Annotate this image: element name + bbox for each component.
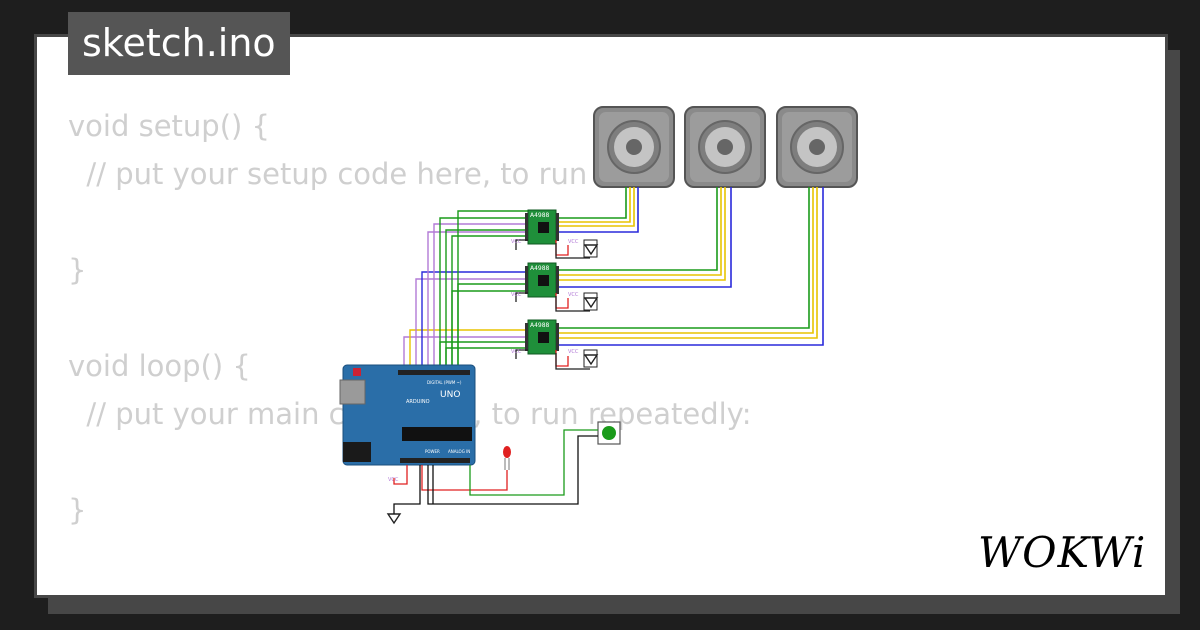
vcc-label: VCC [511,349,522,355]
code-line: void loop() { [68,349,251,383]
code-line: } [68,253,87,287]
file-tab[interactable]: sketch.ino [68,12,290,75]
svg-text:A4988: A4988 [530,265,550,272]
red-led[interactable] [503,446,511,470]
vcc-label: VCC [568,292,579,298]
driver-3[interactable]: A4988 [524,319,560,355]
peripheral-wires [393,429,598,514]
driver-1[interactable]: A4988 [524,209,560,245]
arduino-uno-board[interactable]: DIGITAL (PWM ~) ARDUINO UNO POWER ANALOG… [339,364,476,466]
push-button[interactable] [597,421,621,445]
stepper-motor-3[interactable] [776,106,858,188]
svg-text:ARDUINO: ARDUINO [406,399,430,405]
svg-text:UNO: UNO [440,390,460,400]
vcc-label: VCC [568,349,579,355]
svg-text:POWER: POWER [425,449,440,454]
control-wires [403,210,528,370]
stepper-motor-1[interactable] [593,106,675,188]
ground-symbols [387,239,598,524]
svg-text:A4988: A4988 [530,212,550,219]
vcc-label: VCC [511,292,522,298]
svg-text:ANALOG IN: ANALOG IN [448,449,470,454]
wokwi-logo: WOKWi [978,528,1147,577]
svg-text:DIGITAL (PWM ~): DIGITAL (PWM ~) [427,380,462,385]
driver-power-wires [515,239,590,370]
vcc-label: VCC [568,239,579,245]
code-line: } [68,493,87,527]
code-line: void setup() { [68,109,270,143]
vcc-label: VCC [511,239,522,245]
driver-2[interactable]: A4988 [524,262,560,298]
stepper-motor-2[interactable] [684,106,766,188]
motor-wires [555,187,824,346]
svg-text:A4988: A4988 [530,322,550,329]
